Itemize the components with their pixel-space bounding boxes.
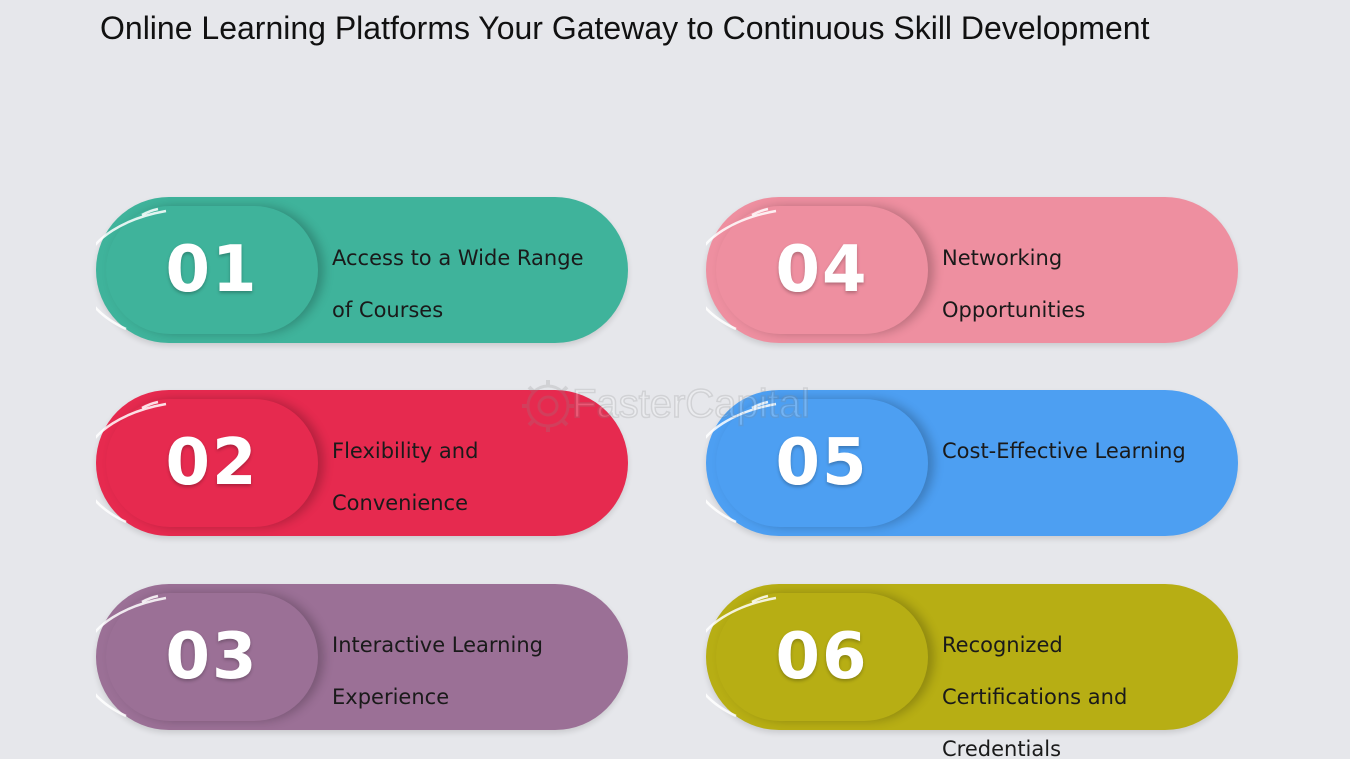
step-label-line: Opportunities bbox=[942, 298, 1086, 322]
step-label: Interactive Learning Experience bbox=[332, 606, 612, 736]
page-title: Online Learning Platforms Your Gateway t… bbox=[100, 10, 1150, 46]
step-number: 01 bbox=[165, 233, 259, 307]
step-label-line: Flexibility and bbox=[332, 439, 479, 463]
step-label: Access to a Wide Range of Courses bbox=[332, 219, 612, 349]
watermark: FasterCapital bbox=[520, 378, 840, 434]
step-label-line: Access to a Wide Range bbox=[332, 246, 584, 270]
step-label: Cost-Effective Learning bbox=[942, 412, 1222, 490]
step-number: 02 bbox=[165, 426, 259, 500]
watermark-text: FasterCapital bbox=[571, 381, 810, 427]
step-label-line: Recognized bbox=[942, 633, 1063, 657]
step-number: 03 bbox=[165, 620, 259, 694]
step-label-line: Credentials bbox=[942, 737, 1062, 759]
step-label-line: Cost-Effective Learning bbox=[942, 439, 1186, 463]
step-number: 04 bbox=[775, 233, 869, 307]
step-04: 04 Networking Opportunities bbox=[706, 197, 1238, 343]
step-label-line: Networking bbox=[942, 246, 1063, 270]
step-label-line: Experience bbox=[332, 685, 450, 709]
step-06: 06 Recognized Certifications and Credent… bbox=[706, 584, 1238, 759]
step-number: 05 bbox=[775, 426, 869, 500]
step-03: 03 Interactive Learning Experience bbox=[96, 584, 628, 730]
step-01: 01 Access to a Wide Range of Courses bbox=[96, 197, 628, 343]
step-number: 06 bbox=[775, 620, 869, 694]
step-label: Flexibility and Convenience bbox=[332, 412, 612, 542]
step-label-line: Convenience bbox=[332, 491, 469, 515]
step-label-line: Interactive Learning bbox=[332, 633, 543, 657]
step-label-line: Certifications and bbox=[942, 685, 1128, 709]
step-05: 05 Cost-Effective Learning bbox=[706, 390, 1238, 536]
step-02: 02 Flexibility and Convenience bbox=[96, 390, 628, 536]
gear-logo-icon bbox=[522, 380, 574, 432]
step-label: Recognized Certifications and Credential… bbox=[942, 606, 1222, 759]
step-label: Networking Opportunities bbox=[942, 219, 1222, 349]
step-label-line: of Courses bbox=[332, 298, 444, 322]
